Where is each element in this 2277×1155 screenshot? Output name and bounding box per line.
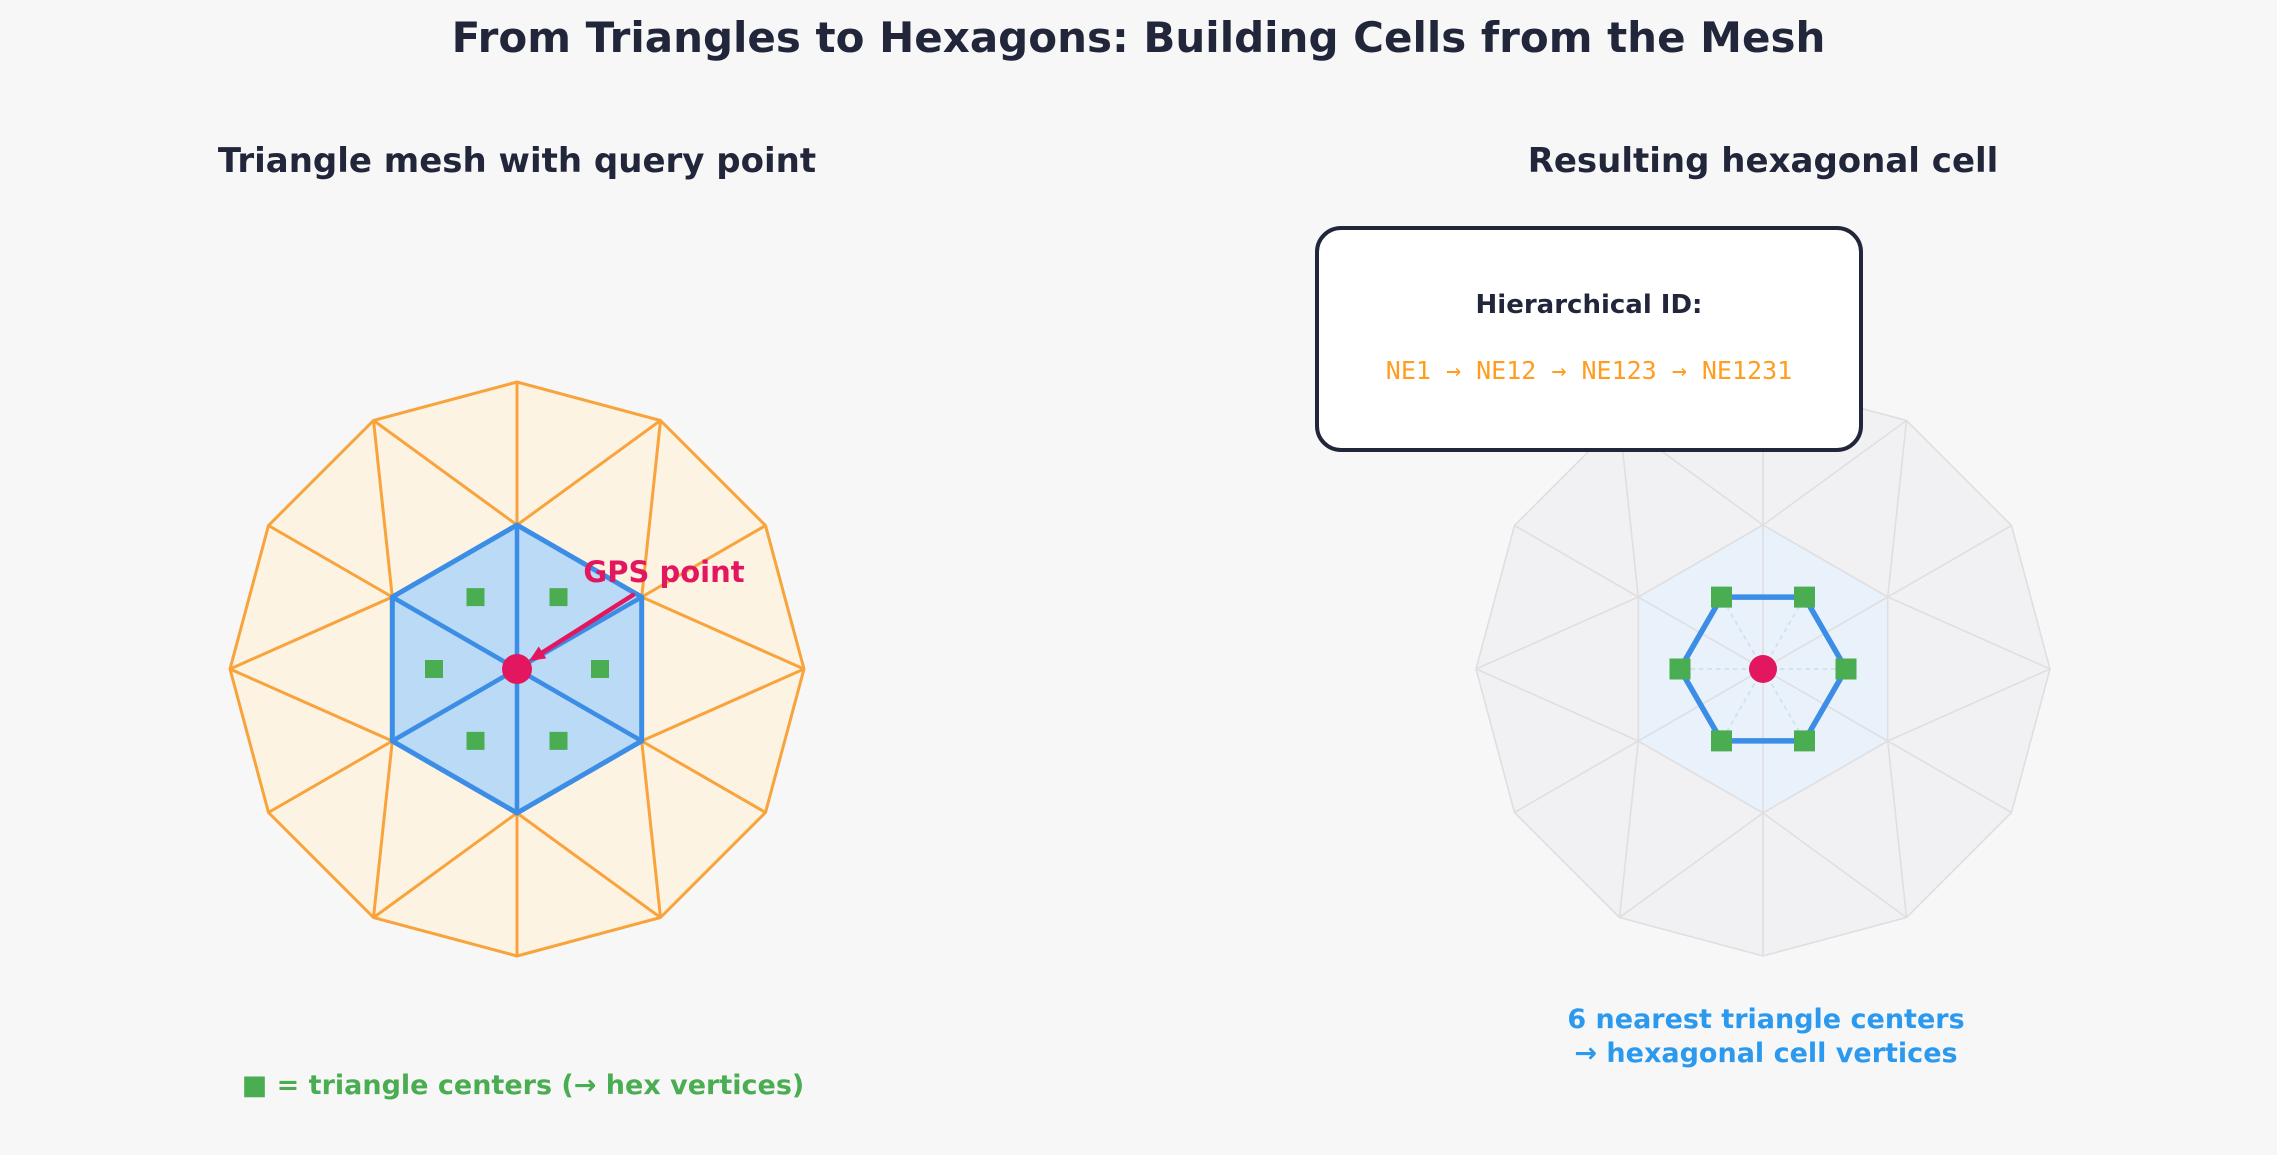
right-panel-title: Resulting hexagonal cell [1527, 141, 1999, 181]
hex-vertex-markers [1669, 586, 1857, 752]
center-to-vertex-dashed-lines [1680, 596, 1846, 742]
triangle-mesh-diagram [228, 380, 806, 958]
gps-point-label: GPS point [583, 555, 745, 589]
hexagonal-cell-diagram [1475, 381, 2051, 957]
caption-line-2: → hexagonal cell vertices [1574, 1038, 1958, 1069]
left-panel-title: Triangle mesh with query point [217, 141, 817, 181]
cell-center-point [1749, 655, 1777, 683]
hierarchical-id-box: Hierarchical ID: NE1 → NE12 → NE123 → NE… [1315, 226, 1863, 452]
figure-title: From Triangles to Hexagons: Building Cel… [451, 13, 1826, 62]
hierarchical-id-title: Hierarchical ID: [1475, 290, 1703, 320]
triangle-center-markers [425, 588, 609, 750]
hierarchical-id-value: NE1 → NE12 → NE123 → NE1231 [1385, 356, 1793, 385]
hex-vertices-caption: 6 nearest triangle centers → hexagonal c… [1366, 1003, 2166, 1071]
gps-query-point [502, 654, 532, 684]
caption-line-1: 6 nearest triangle centers [1567, 1004, 1965, 1035]
gps-annotation-arrow [529, 592, 636, 661]
triangle-centers-legend: ■ = triangle centers (→ hex vertices) [241, 1070, 805, 1101]
